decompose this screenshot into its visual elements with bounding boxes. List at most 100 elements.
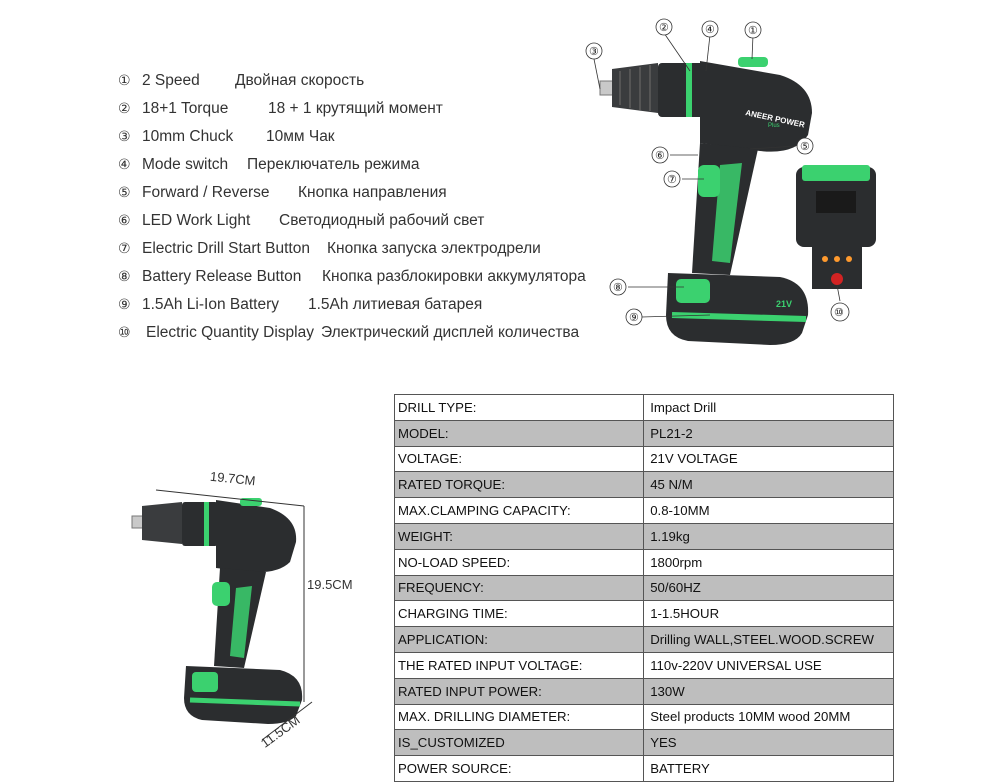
feature-item: ⑩ Electric Quantity Display Электрический … <box>118 324 579 342</box>
feature-ru: 18 + 1 крутящий момент <box>268 100 443 117</box>
spec-key: MAX.CLAMPING CAPACITY: <box>393 497 645 524</box>
spec-value: BATTERY <box>643 755 894 782</box>
table-row: FREQUENCY:50/60HZ <box>393 574 894 602</box>
feature-number: ④ <box>118 157 131 173</box>
feature-ru: 1.5Ah литиевая батарея <box>308 296 483 313</box>
feature-item: ② 18+1 Torque 18 + 1 крутящий момент <box>118 100 443 118</box>
callout-lines <box>593 32 841 318</box>
callout-markers <box>585 18 850 326</box>
spec-key: MODEL: <box>393 419 645 447</box>
feature-ru: Переключатель режима <box>247 156 420 173</box>
feature-ru: Кнопка направления <box>298 184 447 201</box>
speed-switch <box>738 57 768 67</box>
table-row: NO-LOAD SPEED:1800rpm <box>393 548 894 576</box>
spec-value: 45 N/M <box>643 471 894 499</box>
callout-numbers: ③ ② ④ ① ⑤ ⑥ ⑦ ⑧ ⑨ ⑩ <box>589 22 844 324</box>
spec-key: THE RATED INPUT VOLTAGE: <box>393 651 645 679</box>
feature-number: ⑨ <box>118 297 131 313</box>
feature-en: 10mm Chuck <box>142 128 234 145</box>
callout-7: ⑦ <box>667 174 677 186</box>
spec-key: DRILL TYPE: <box>393 394 645 421</box>
feature-ru: Двойная скорость <box>235 72 365 89</box>
spec-key: FREQUENCY: <box>393 574 645 602</box>
spec-key: POWER SOURCE: <box>393 755 645 782</box>
spec-value: 110v-220V UNIVERSAL USE <box>643 651 894 679</box>
specs-table: DRILL TYPE:Impact Drill MODEL:PL21-2 VOL… <box>393 394 894 782</box>
spec-key: WEIGHT: <box>393 522 645 550</box>
feature-en: Mode switch <box>142 156 229 173</box>
feature-number: ⑤ <box>118 185 131 201</box>
feature-number: ② <box>118 101 131 117</box>
callout-2: ② <box>659 22 669 34</box>
dimension-height: 19.5CM <box>307 577 353 592</box>
spec-key: RATED TORQUE: <box>393 471 645 499</box>
torque-ring <box>658 63 706 117</box>
callout-1: ① <box>748 25 758 37</box>
feature-en: LED Work Light <box>142 212 251 229</box>
feature-en: Electric Quantity Display <box>146 324 314 341</box>
feature-item: ③ 10mm Chuck 10мм Чак <box>118 128 335 146</box>
callout-8: ⑧ <box>613 282 623 294</box>
spec-key: VOLTAGE: <box>393 445 645 473</box>
table-row: DRILL TYPE:Impact Drill <box>393 394 894 421</box>
drill-chuck <box>599 63 658 113</box>
trigger-button <box>698 165 720 197</box>
feature-number: ⑦ <box>118 241 131 257</box>
feature-en: 18+1 Torque <box>142 100 229 117</box>
table-row: MAX. DRILLING DIAMETER:Steel products 10… <box>393 703 894 731</box>
callout-6: ⑥ <box>655 150 665 162</box>
spec-value: Drilling WALL,STEEL.WOOD.SCREW <box>643 626 894 653</box>
spec-key: IS_CUSTOMIZED <box>393 729 645 757</box>
battery-release-button <box>676 279 710 303</box>
spec-value: 1-1.5HOUR <box>643 600 894 628</box>
table-row: MODEL:PL21-2 <box>393 419 894 447</box>
table-row: CHARGING TIME:1-1.5HOUR <box>393 600 894 628</box>
spec-value: 0.8-10MM <box>643 497 894 524</box>
feature-item: ⑤ Forward / Reverse Кнопка направления <box>118 184 447 202</box>
feature-en: 2 Speed <box>142 72 200 89</box>
feature-en: Battery Release Button <box>142 268 302 285</box>
callout-9: ⑨ <box>629 312 639 324</box>
callout-3: ③ <box>589 46 599 58</box>
spec-value: 1800rpm <box>643 548 894 576</box>
feature-en: Forward / Reverse <box>142 184 270 201</box>
feature-number: ⑩ <box>118 325 131 341</box>
spec-value: Steel products 10MM wood 20MM <box>643 703 894 731</box>
callout-4: ④ <box>705 24 715 36</box>
feature-en: Electric Drill Start Button <box>142 240 310 257</box>
spec-value: PL21-2 <box>643 419 894 447</box>
spec-key: APPLICATION: <box>393 626 645 653</box>
drill-sub-label: Plus <box>768 123 780 129</box>
dimension-lines <box>155 489 313 741</box>
table-row: RATED INPUT POWER:130W <box>393 677 894 705</box>
torque-ring-accent <box>686 63 692 117</box>
feature-ru: Кнопка запуска электродрели <box>327 240 541 257</box>
battery-closeup <box>796 165 876 289</box>
spec-key: RATED INPUT POWER: <box>393 677 645 705</box>
feature-number: ⑧ <box>118 269 131 285</box>
table-row: RATED TORQUE:45 N/M <box>393 471 894 499</box>
drill-side-view <box>131 498 303 724</box>
feature-ru: Электрический дисплей количества <box>321 324 580 341</box>
table-row: VOLTAGE:21V VOLTAGE <box>393 445 894 473</box>
battery-voltage-label: 21V <box>776 299 792 309</box>
feature-item: ⑦ Electric Drill Start Button Кнопка запус… <box>118 240 541 258</box>
spec-value: 21V VOLTAGE <box>643 445 894 473</box>
callout-5: ⑤ <box>800 141 810 153</box>
drill-dimension-diagram <box>131 489 313 741</box>
table-row: POWER SOURCE:BATTERY <box>393 755 894 782</box>
table-row: MAX.CLAMPING CAPACITY:0.8-10MM <box>393 497 894 524</box>
feature-number: ③ <box>118 129 131 145</box>
feature-number: ① <box>118 73 131 89</box>
table-row: WEIGHT:1.19kg <box>393 522 894 550</box>
feature-ru: 10мм Чак <box>266 128 335 145</box>
drill-motor-housing <box>700 61 812 152</box>
feature-item: ④ Mode switch Переключатель режима <box>118 156 419 174</box>
spec-value: YES <box>643 729 894 757</box>
spec-key: NO-LOAD SPEED: <box>393 548 645 576</box>
feature-ru: Светодиодный рабочий свет <box>279 212 485 229</box>
table-row: APPLICATION:Drilling WALL,STEEL.WOOD.SCR… <box>393 626 894 653</box>
